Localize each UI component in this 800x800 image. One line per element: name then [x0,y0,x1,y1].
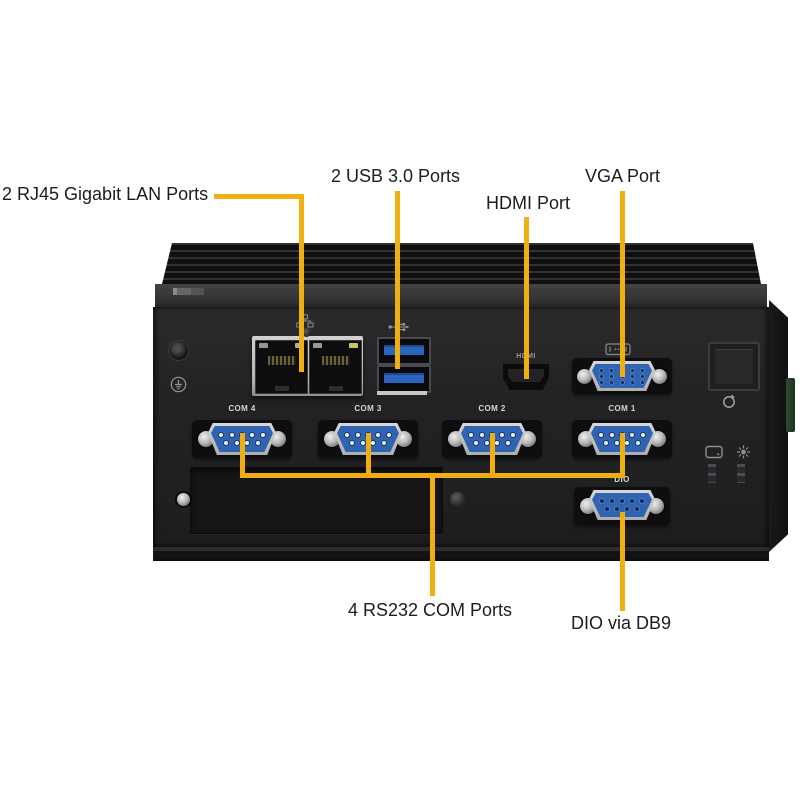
storage-led-window [708,464,716,483]
terminal-block-connector [786,378,795,432]
label-vga-port: VGA Port [585,166,661,186]
com-port-label: COM 3 [354,404,382,413]
antenna-hole [169,341,188,360]
lan-led [259,343,268,348]
lan-led [313,343,322,348]
expansion-slot-recess [190,467,443,534]
label-com-ports: 4 RS232 COM Ports [348,600,513,620]
label-usb-ports: 2 USB 3.0 Ports [331,166,461,186]
usb3-tongue [384,373,424,383]
label-lan-ports: 2 RJ45 Gigabit LAN Ports [2,184,209,204]
callout-line-dio [620,512,625,611]
callout-line-usb [395,191,400,369]
lamp-icon [737,445,750,459]
callout-line-com3 [366,433,371,478]
lan-led [349,343,358,348]
callout-line-vga [620,191,625,377]
power-button [708,342,760,391]
rj45-pins [321,356,350,365]
usb3-port-top [377,337,431,365]
heatsink-fins [162,243,761,284]
storage-icon [705,445,723,459]
com-port-label: COM 4 [228,404,256,413]
callout-line-lan-h [214,194,304,199]
rj45-pins [267,356,296,365]
usb-mount-plate [377,391,427,395]
brand-logo [173,288,204,295]
screw [302,328,311,337]
callout-line-com1 [620,433,625,478]
label-hdmi-port: HDMI Port [486,193,571,213]
callout-line-com2 [490,433,495,478]
rj45-port-right [309,340,362,394]
power-standby-icon [723,394,735,408]
vga-screw-left [577,369,592,384]
usb3-tongue [384,345,424,355]
callout-line-hdmi [524,217,529,379]
com-port-4: COM 4 [190,404,294,460]
usb3-port-bottom [377,365,431,393]
display-icon [605,343,631,356]
rj45-tab-slot [328,386,343,391]
callout-line-lan-v [299,194,304,372]
power-button-cap [715,349,753,384]
callout-line-com4 [240,433,245,478]
rj45-tab-slot [274,386,289,391]
ground-icon [170,376,187,393]
power-led-window [737,464,745,483]
screw [177,493,190,506]
dio-panel-label: DIO [614,475,630,484]
callout-line-com-stem [430,473,435,596]
chassis-bottom-edge [153,547,769,561]
chassis-right-side [769,300,788,552]
screw [450,492,465,507]
com-port-label: COM 2 [478,404,506,413]
com-port-label: COM 1 [608,404,636,413]
rj45-lan-ports [252,336,363,396]
dio-port: DIO [570,475,674,531]
vga-screw-right [652,369,667,384]
label-dio-port: DIO via DB9 [571,613,672,633]
